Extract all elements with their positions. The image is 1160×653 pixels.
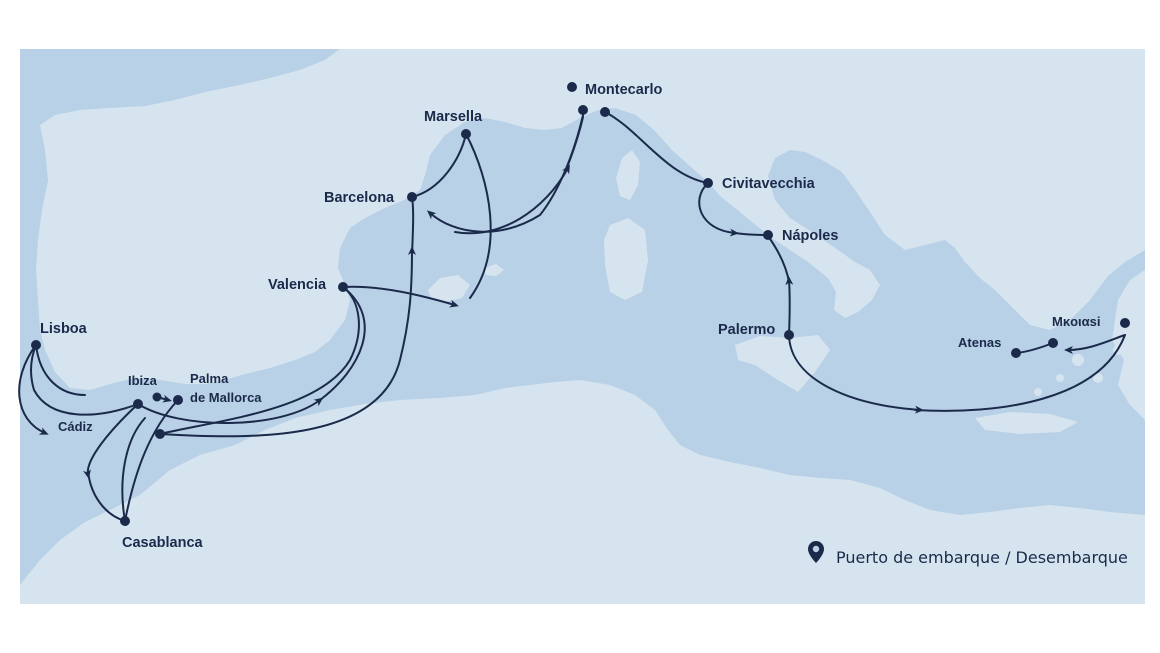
port-dot-civitavecchia[interactable] xyxy=(703,178,713,188)
route-segment xyxy=(604,111,709,184)
route-segment xyxy=(35,344,86,396)
port-labels: Lisboa Cádiz Ibiza Palma de Mallorca Cas… xyxy=(40,82,1100,551)
land-europe xyxy=(20,49,1145,390)
route-segment xyxy=(785,276,794,336)
port-label-barcelona: Barcelona xyxy=(324,190,395,206)
route-segment xyxy=(465,133,492,299)
port-dot-montecarlo[interactable] xyxy=(567,82,577,92)
land-menorca xyxy=(484,264,504,276)
port-label-casablanca: Casablanca xyxy=(122,535,204,551)
port-dot-barcelona[interactable] xyxy=(407,192,417,202)
route-segment xyxy=(767,235,790,283)
port-dot-montecarlo-2[interactable] xyxy=(578,105,588,115)
port-dot-valencia[interactable] xyxy=(338,282,348,292)
land-turkey xyxy=(1112,270,1145,420)
port-dot-ibiza-2[interactable] xyxy=(152,392,162,402)
route-segment xyxy=(29,344,139,416)
port-label-atenas: Atenas xyxy=(958,335,1001,350)
port-dot-palermo[interactable] xyxy=(784,330,794,340)
port-label-ibiza: Ibiza xyxy=(128,373,158,388)
route-segment xyxy=(319,286,366,401)
route-segment xyxy=(121,417,146,522)
port-label-montecarlo: Montecarlo xyxy=(585,82,662,98)
port-label-marsella: Marsella xyxy=(424,109,483,125)
port-dot-casablanca[interactable] xyxy=(120,516,130,526)
legend-label: Puerto de embarque / Desembarque xyxy=(836,548,1128,567)
port-label-mykonos: Mκoιαsi xyxy=(1052,314,1100,329)
ports xyxy=(31,82,1130,526)
land-island xyxy=(1072,354,1084,366)
route-segment xyxy=(18,344,49,435)
land-mallorca xyxy=(428,275,470,302)
port-label-palma-1: Palma xyxy=(190,371,229,386)
legend: Puerto de embarque / Desembarque xyxy=(808,541,1128,567)
route-segment xyxy=(411,196,415,256)
port-dot-mykonos[interactable] xyxy=(1120,318,1130,328)
port-dot-atenas-2[interactable] xyxy=(1048,338,1058,348)
route-segment xyxy=(698,182,739,237)
route-segment xyxy=(454,164,570,235)
route-segment xyxy=(159,246,416,438)
land-crete xyxy=(975,412,1078,434)
port-label-palermo: Palermo xyxy=(718,322,775,338)
land-island xyxy=(1034,388,1042,396)
route-segment xyxy=(914,334,1126,412)
port-dot-atenas[interactable] xyxy=(1011,348,1021,358)
route-segment xyxy=(1064,334,1126,354)
land-africa xyxy=(20,380,1145,604)
land-island xyxy=(1093,373,1103,383)
route-segment xyxy=(788,334,924,414)
port-label-valencia: Valencia xyxy=(268,277,327,293)
route-segment xyxy=(411,133,467,198)
port-dot-napoles[interactable] xyxy=(763,230,773,240)
land-corsica xyxy=(616,150,640,200)
port-dot-cadiz[interactable] xyxy=(155,429,165,439)
route-segment xyxy=(137,397,324,425)
route-segment xyxy=(159,286,360,435)
route-segment xyxy=(342,285,459,308)
routes xyxy=(18,111,1126,522)
port-label-cadiz: Cádiz xyxy=(58,419,93,434)
land-sicily xyxy=(735,335,830,392)
port-dot-palma[interactable] xyxy=(173,395,183,405)
land-sardinia xyxy=(604,218,648,300)
map-pin-icon xyxy=(808,541,824,563)
port-label-napoles: Nápoles xyxy=(782,228,838,244)
port-label-lisboa: Lisboa xyxy=(40,321,88,337)
port-dot-lisboa[interactable] xyxy=(31,340,41,350)
route-segment xyxy=(565,116,584,171)
port-dot-montecarlo-3[interactable] xyxy=(600,107,610,117)
land-island xyxy=(1056,374,1064,382)
route-segment xyxy=(124,399,179,522)
port-label-palma-2: de Mallorca xyxy=(190,390,262,405)
port-label-civitavecchia: Civitavecchia xyxy=(722,176,816,192)
port-dot-marsella[interactable] xyxy=(461,129,471,139)
route-segment xyxy=(87,469,126,522)
port-dot-ibiza[interactable] xyxy=(133,399,143,409)
